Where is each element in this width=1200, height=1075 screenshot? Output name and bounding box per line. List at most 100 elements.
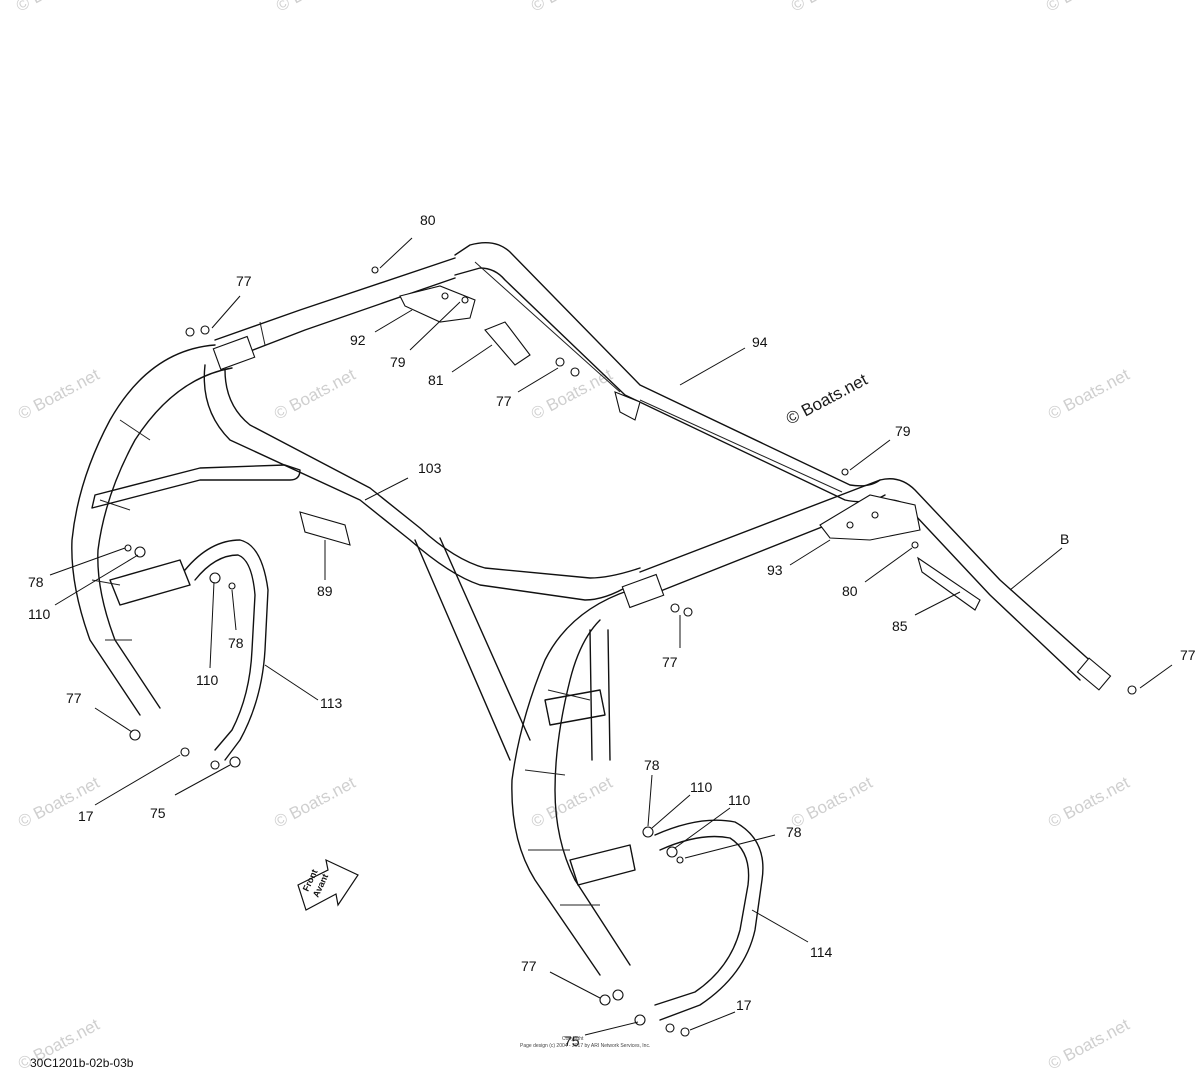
bolt-78: [676, 856, 684, 864]
hoop-band: [91, 419, 151, 641]
leader-lines: [49, 237, 1173, 1036]
bracket-81: [484, 321, 531, 366]
step-right-lower: [569, 844, 636, 886]
rear-top-tube: [454, 242, 881, 487]
grab-handle-114-inner: [654, 835, 750, 1006]
bolt-17: [680, 1027, 690, 1037]
leader-line: [914, 591, 961, 616]
callout-92: 92: [350, 332, 366, 348]
leader-line: [849, 439, 891, 471]
bolt-77: [599, 994, 611, 1006]
leader-line: [94, 754, 181, 806]
bolt-79: [841, 468, 849, 476]
callout-110: 110: [690, 779, 713, 795]
callout-B: B: [1060, 531, 1069, 547]
leader-line: [1009, 547, 1063, 591]
grab-handle-113: [184, 539, 269, 761]
callout-89: 89: [317, 583, 333, 599]
callout-77: 77: [521, 958, 537, 974]
nut-75: [634, 1014, 646, 1026]
leader-line: [679, 347, 746, 386]
leader-line: [864, 547, 913, 583]
bolt-77: [683, 607, 693, 617]
callout-80: 80: [842, 583, 858, 599]
watermark: © Boats.net: [271, 365, 359, 424]
callout-81: 81: [428, 372, 444, 388]
watermark: © Boats.net: [1045, 1015, 1133, 1074]
joint-collar: [621, 573, 665, 609]
leader-line: [94, 707, 133, 733]
callout-78: 78: [228, 635, 244, 651]
bolt-77: [1127, 685, 1137, 695]
callout-103: 103: [418, 460, 442, 476]
bolt-77: [555, 357, 565, 367]
watermark: © Boats.net: [1043, 0, 1131, 16]
callout-75: 75: [150, 805, 166, 821]
callout-113: 113: [320, 695, 343, 711]
watermark: © Boats.net: [273, 0, 361, 16]
grab-handle-114: [654, 819, 764, 1021]
leader-line: [211, 295, 241, 329]
callout-78: 78: [786, 824, 802, 840]
bolt-77: [200, 325, 210, 335]
bolt-77: [129, 729, 141, 741]
watermark: © Boats.net: [1045, 773, 1133, 832]
left-side-hoop-inner: [224, 369, 641, 579]
leader-line: [674, 807, 731, 849]
bolt-17: [665, 1023, 675, 1033]
plate-hole: [846, 521, 854, 529]
callout-79: 79: [895, 423, 911, 439]
leader-line: [451, 344, 493, 373]
callout-75: 75: [564, 1033, 580, 1049]
gusset-plate-93: [819, 494, 921, 541]
leader-line: [209, 581, 215, 669]
leader-line: [584, 1021, 639, 1036]
front-right-hoop-outer: [511, 589, 631, 976]
watermark: © Boats.net: [788, 773, 876, 832]
washer-110: [642, 826, 654, 838]
diagonal-brace: [414, 537, 531, 761]
watermark: © Boats.net: [1045, 365, 1133, 424]
bolt-17: [210, 760, 220, 770]
front-left-hoop-outer: [71, 344, 216, 716]
diagram-code: 30C1201b-02b-03b: [30, 1056, 134, 1070]
callout-17: 17: [78, 808, 94, 824]
watermark: © Boats.net: [788, 0, 876, 16]
tube-band: [259, 321, 266, 346]
leader-line: [379, 237, 413, 269]
nut-75: [229, 756, 241, 768]
callouts: 80 77 92 79 81 77 94 79 103 B 93 80 85 7…: [28, 212, 1196, 1049]
leader-line: [174, 764, 231, 796]
gusset-plate-92: [399, 285, 476, 323]
watermark: © Boats.net: [15, 365, 103, 424]
step-right: [544, 689, 606, 726]
bolt-80: [371, 266, 379, 274]
plate-hole: [871, 511, 879, 519]
callout-93: 93: [767, 562, 783, 578]
plate-89: [299, 511, 351, 546]
rear-top-tube-inner: [474, 261, 843, 493]
front-cross-tube: [91, 464, 301, 509]
callout-110: 110: [196, 672, 219, 688]
footer-page-design: Page design (c) 2004 - 2017 by ARI Netwo…: [520, 1043, 651, 1049]
callout-94: 94: [752, 334, 768, 350]
front-right-hoop-inner: [554, 619, 631, 966]
plate-hole: [461, 296, 469, 304]
callout-80: 80: [420, 212, 436, 228]
left-upper-side-tube: [214, 257, 456, 341]
rear-top-tube-lower: [454, 267, 886, 503]
bolt-78: [124, 544, 132, 552]
hardware: [124, 266, 1137, 1037]
joint-collar: [1076, 657, 1112, 691]
bolt-17: [180, 747, 190, 757]
callout-17: 17: [736, 997, 752, 1013]
callout-79: 79: [390, 354, 406, 370]
tube-clip: [614, 391, 641, 421]
leader-line: [231, 589, 237, 631]
front-arrow-icon: Front Avant: [297, 858, 359, 911]
grab-handles: [184, 539, 764, 1021]
grab-handle-113-inner: [194, 554, 256, 751]
leader-line: [264, 664, 319, 701]
leader-line: [1139, 664, 1173, 689]
leader-line: [651, 794, 691, 829]
